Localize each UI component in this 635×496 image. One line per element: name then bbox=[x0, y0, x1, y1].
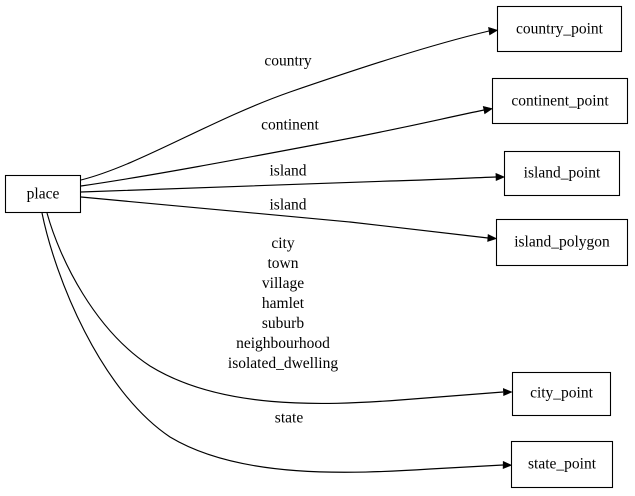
node-label: city_point bbox=[530, 385, 594, 402]
edge-labels-layer: country continent island island city tow… bbox=[228, 53, 338, 427]
node-box bbox=[4, 174, 82, 214]
edge-line bbox=[80, 176, 497, 193]
arrowhead-icon bbox=[482, 105, 494, 115]
node-label: place bbox=[27, 186, 60, 203]
node-box bbox=[511, 371, 612, 417]
arrowhead-icon bbox=[488, 26, 499, 36]
node-label: island_polygon bbox=[514, 234, 610, 251]
node-island-point[interactable]: island_point bbox=[503, 150, 621, 197]
edge-label-city-line-suburb: suburb bbox=[262, 315, 304, 332]
edge-label-city-line-city: city bbox=[271, 235, 294, 252]
node-box bbox=[510, 440, 614, 489]
edge-label-continent: continent bbox=[261, 117, 319, 134]
edge-place-to-island-polygon[interactable] bbox=[80, 196, 498, 242]
edge-line bbox=[80, 196, 489, 239]
edge-label-city-line-isolated-dwelling: isolated_dwelling bbox=[228, 355, 338, 372]
node-label: country_point bbox=[516, 21, 604, 38]
arrowhead-icon bbox=[487, 234, 498, 242]
edge-label-city-line-neighbourhood: neighbourhood bbox=[236, 335, 330, 352]
nodes-layer: place country_point continent_point isla… bbox=[4, 5, 629, 489]
node-island-polygon[interactable]: island_polygon bbox=[495, 218, 629, 267]
arrowhead-icon bbox=[495, 172, 506, 181]
edge-place-to-island-point[interactable] bbox=[80, 172, 506, 193]
node-state-point[interactable]: state_point bbox=[510, 440, 614, 489]
edge-place-to-city-point[interactable] bbox=[46, 212, 513, 404]
edge-label-state: state bbox=[275, 410, 304, 427]
node-label: continent_point bbox=[511, 93, 609, 110]
edge-label-island-point: island bbox=[269, 163, 306, 180]
edge-line bbox=[80, 109, 485, 187]
edge-label-city-line-hamlet: hamlet bbox=[262, 295, 305, 312]
node-box bbox=[496, 5, 623, 53]
edge-place-to-continent-point[interactable] bbox=[80, 105, 494, 187]
edge-label-city-line-village: village bbox=[262, 275, 304, 292]
node-place[interactable]: place bbox=[4, 174, 82, 214]
edge-label-island-polygon: island bbox=[269, 197, 306, 214]
edge-label-country: country bbox=[264, 53, 312, 70]
node-box bbox=[503, 150, 621, 197]
edges-layer bbox=[41, 26, 513, 473]
edge-line bbox=[41, 212, 504, 473]
edge-line bbox=[80, 30, 490, 181]
edge-line bbox=[46, 212, 504, 404]
node-country-point[interactable]: country_point bbox=[496, 5, 623, 53]
arrowhead-icon bbox=[502, 388, 513, 397]
node-label: state_point bbox=[528, 456, 597, 473]
node-label: island_point bbox=[524, 165, 601, 182]
edge-place-to-country-point[interactable] bbox=[80, 26, 499, 181]
edge-label-city-line-town: town bbox=[268, 255, 299, 272]
node-continent-point[interactable]: continent_point bbox=[491, 77, 629, 125]
edge-place-to-state-point[interactable] bbox=[41, 212, 513, 473]
edge-label-city-group: city town village hamlet suburb neighbou… bbox=[228, 235, 338, 372]
node-box bbox=[495, 218, 629, 267]
arrowhead-icon bbox=[502, 460, 513, 469]
node-box bbox=[491, 77, 629, 125]
node-city-point[interactable]: city_point bbox=[511, 371, 612, 417]
